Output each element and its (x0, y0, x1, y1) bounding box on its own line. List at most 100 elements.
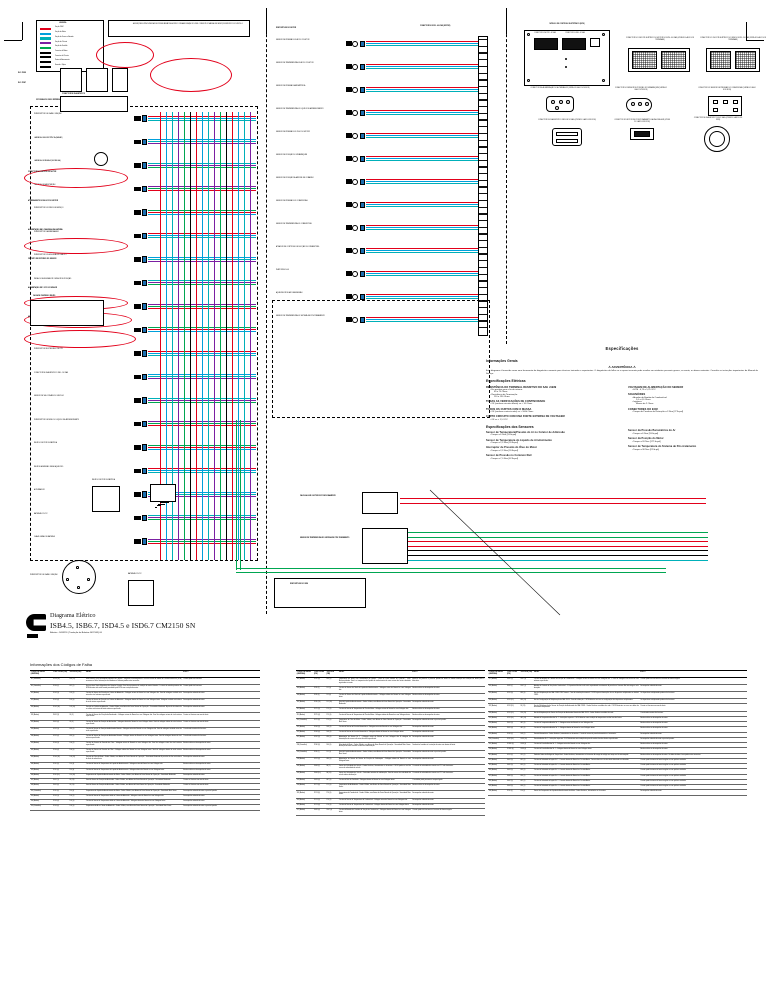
engine-wire-11-1 (366, 296, 478, 297)
engine-wire-7-1 (366, 204, 478, 205)
fault-cell-0: 222 (Âmbar) (296, 730, 314, 737)
fault-cell-0: 263 (Âmbar) (296, 798, 314, 804)
fault-cell-2: 105 (4) (68, 799, 86, 806)
engine-sensor-body-8 (352, 224, 358, 231)
ecm-engine-pin-6 (479, 79, 487, 81)
fault-cell-1: P105 (0) (52, 804, 69, 811)
ground-symbol-bar-1 (158, 503, 165, 505)
egr-valve-label: VÁLVULA EGR / MOTOR DE POSICIONAMENTO (300, 496, 336, 497)
fault-table-header-2: J1939 SPN (FMI) (519, 670, 534, 678)
table-row: 292 (Âmbar)S231 (14)441 (14)Entrada de T… (488, 716, 747, 723)
fault-cell-4: Desempenho reduzido do motor. (411, 735, 485, 744)
table-row: 319 (Âmbar)S251 (2)251 (2)Perda de Dados… (488, 753, 747, 759)
table-row: 135 (Âmbar)P100 (3)100 (3)Circuito do Se… (30, 741, 260, 750)
fault-cell-3: Temperatura do Ar no Coletor de Admissão… (85, 804, 183, 811)
ecm-engine-pin-23 (479, 193, 487, 195)
fault-cell-1: S231 (19) (506, 703, 520, 712)
legend-swatch-4 (40, 46, 51, 49)
fault-cell-2: 102 (16) (68, 705, 86, 714)
engine-wire-7-0 (366, 202, 478, 203)
fault-table-column-2: CÓDIGO DE FALHA (LÂMPADA)J1587 PID/SID (… (296, 670, 485, 817)
fault-cell-2: 1388 (3) (519, 742, 534, 749)
fault-cell-4: Desempenho reduzido do motor. (639, 789, 747, 796)
table-row: 111 (Vermelha)S254 (12)629 (12)Falha Int… (30, 677, 260, 685)
egr-valve-box (362, 492, 398, 514)
fault-table-header-2: J1939 SPN (FMI) (325, 670, 339, 678)
diag-connector-left-3 (112, 68, 128, 92)
sensor-name-1: Sensor de Temperatura do Líquido de Arre… (486, 438, 553, 442)
table-row: 322 (Âmbar)S001 (5)651 (5)Circuito do So… (488, 758, 747, 765)
engine-wire-11-0 (366, 294, 478, 295)
fault-cell-3: Sensor de Velocidade do Veículo - Dados … (338, 764, 412, 772)
fault-cell-1: P174 (4) (313, 803, 326, 810)
ecm-bolt-1 (527, 33, 530, 36)
document-revision: Boletim : 5033251 (Tradução do Boletim 4… (50, 632, 102, 634)
table-row: 134 (Âmbar)S232 (4)620 (4)Circuito do Se… (30, 734, 260, 742)
fault-cell-4: Os dispositivos multiplexados podem não … (639, 691, 747, 700)
datalink-run-v1 (236, 420, 237, 570)
fault-cell-1: S232 (3) (52, 727, 69, 735)
oem-device-label-16: ALTERNADOR (34, 490, 45, 491)
specs-electrical-heading: Especificações Elétricas (486, 379, 526, 384)
connector-50way-caption: CONECTOR DO CHICOTE ELÉTRICO DO OEM DO E… (700, 38, 766, 42)
fault-table-header-0: CÓDIGO DE FALHA (LÂMPADA) (488, 670, 507, 678)
table-row: 115 (Vermelha)P190 (2)612 (2)Erro nos do… (30, 684, 260, 693)
fault-cell-3: Circuito do Sensor de Temperatura do Líq… (85, 768, 183, 774)
fault-cell-1: S232 (14) (506, 737, 520, 744)
table-row: 323 (Âmbar)S005 (5)655 (5)Circuito do So… (488, 763, 747, 770)
fault-cell-0: 334 (Âmbar) (488, 789, 507, 796)
table-row: 124 (Âmbar)P102 (16)102 (16)Pressão no C… (30, 705, 260, 714)
oem-bus-line-14 (244, 112, 245, 560)
engine-device-label-11: AQUECEDOR DE AR DE ADMISSÃO (276, 293, 303, 294)
fault-cell-1: P105 (3) (52, 794, 69, 801)
engine-wire-1-0 (366, 64, 478, 65)
connector-60way-caption: CONECTOR DO CHICOTE ELÉTRICO DO MOTOR DO… (625, 38, 695, 42)
fault-cell-0: 148 (Âmbar) (30, 783, 53, 790)
fault-cell-2: 108 (2) (519, 732, 534, 738)
engine-wire-4-0 (366, 133, 478, 134)
fault-cell-4: O motor só funciona em marcha lenta. (182, 712, 260, 721)
oem-bus-line-2 (172, 112, 173, 560)
fusebox-outline (30, 300, 104, 326)
fault-cell-3: Circuito do Sensor de Temperatura do Líq… (85, 762, 183, 769)
oem-pin-block-10 (142, 350, 147, 357)
alternator-pin-1 (551, 100, 555, 104)
fault-cell-2: 110 (16) (68, 773, 86, 780)
engine-wire-8-1 (366, 227, 478, 228)
fault-cell-4: Desempenho reduzido do motor. (182, 794, 260, 801)
ecm-engine-pin-5 (479, 72, 487, 74)
fault-cell-4: O acelerador remoto não funciona. (182, 734, 260, 742)
spec-group-item-1-0: • OK (nenhum circuito aberto) se < 10 Oh… (490, 403, 533, 406)
fault-cell-2: 105 (0) (68, 804, 86, 811)
legend-label-5: Conector do Motor (55, 50, 68, 52)
oem-devices-bottom-label: DISPOSITIVOS DO OEM (290, 584, 308, 585)
fault-cell-1: S018 (7) (506, 684, 520, 693)
fault-cell-1: P111 (3) (313, 686, 326, 694)
oem-pin-block-2 (142, 162, 147, 169)
fault-cell-1: P102 (4) (52, 698, 69, 707)
highlight-callout-1: ATERRAMENTO DO BLOCO DO MOTOR (28, 201, 59, 202)
warning-triangle-icon-2: ⚠ (633, 364, 636, 369)
fault-cell-2: 111 (3) (325, 686, 339, 694)
fault-cell-0: 288 (Âmbar) (488, 711, 507, 717)
ecm-engine-pin-20 (479, 173, 487, 175)
oem-device-label-18: CHAVE GERAL DE BATERIA (34, 537, 55, 538)
crank-sensor-pin-2 (638, 102, 642, 106)
fault-cell-3: Circuito do Sensor de Pressão do Óleo - … (85, 748, 183, 757)
specs-column-right: VOLTAGEM DE ALIMENTAÇÃO DO SENSOR• ECM :… (628, 383, 758, 451)
fault-cell-4: Desempenho reduzido do motor. (182, 773, 260, 780)
ecm-engine-pin-34 (479, 266, 487, 269)
diag-connector-label: CONECTOR DE DIAGNÓSTICO (62, 94, 86, 95)
spec-rgroup-item-1-2: • Injetores: (632, 401, 643, 404)
starter-relay-label: RELÉ DO MOTOR DE PARTIDA (92, 480, 115, 481)
top-note-box: AS FUNÇÕES E PINOS INDICADOS PODEM VARIA… (108, 20, 250, 37)
engine-wire-12-1 (366, 319, 478, 320)
engine-device-label-4: SENSOR DE PRESSÃO DO ÓLEO DO MOTOR (276, 132, 310, 133)
fault-cell-0: 261 (Âmbar) (296, 790, 314, 799)
table-row: 131 (Âmbar)P091 (3)91 (3)Circuito do Sen… (30, 712, 260, 721)
fault-cell-0: 213 (Âmbar) (296, 712, 314, 719)
engine-sensor-glyph-5 (346, 156, 352, 161)
fault-cell-4: Desempenho reduzido do motor e possível … (182, 789, 260, 795)
oem-connector-glyph-15 (134, 468, 141, 473)
oem-connector-glyph-1 (134, 139, 141, 144)
